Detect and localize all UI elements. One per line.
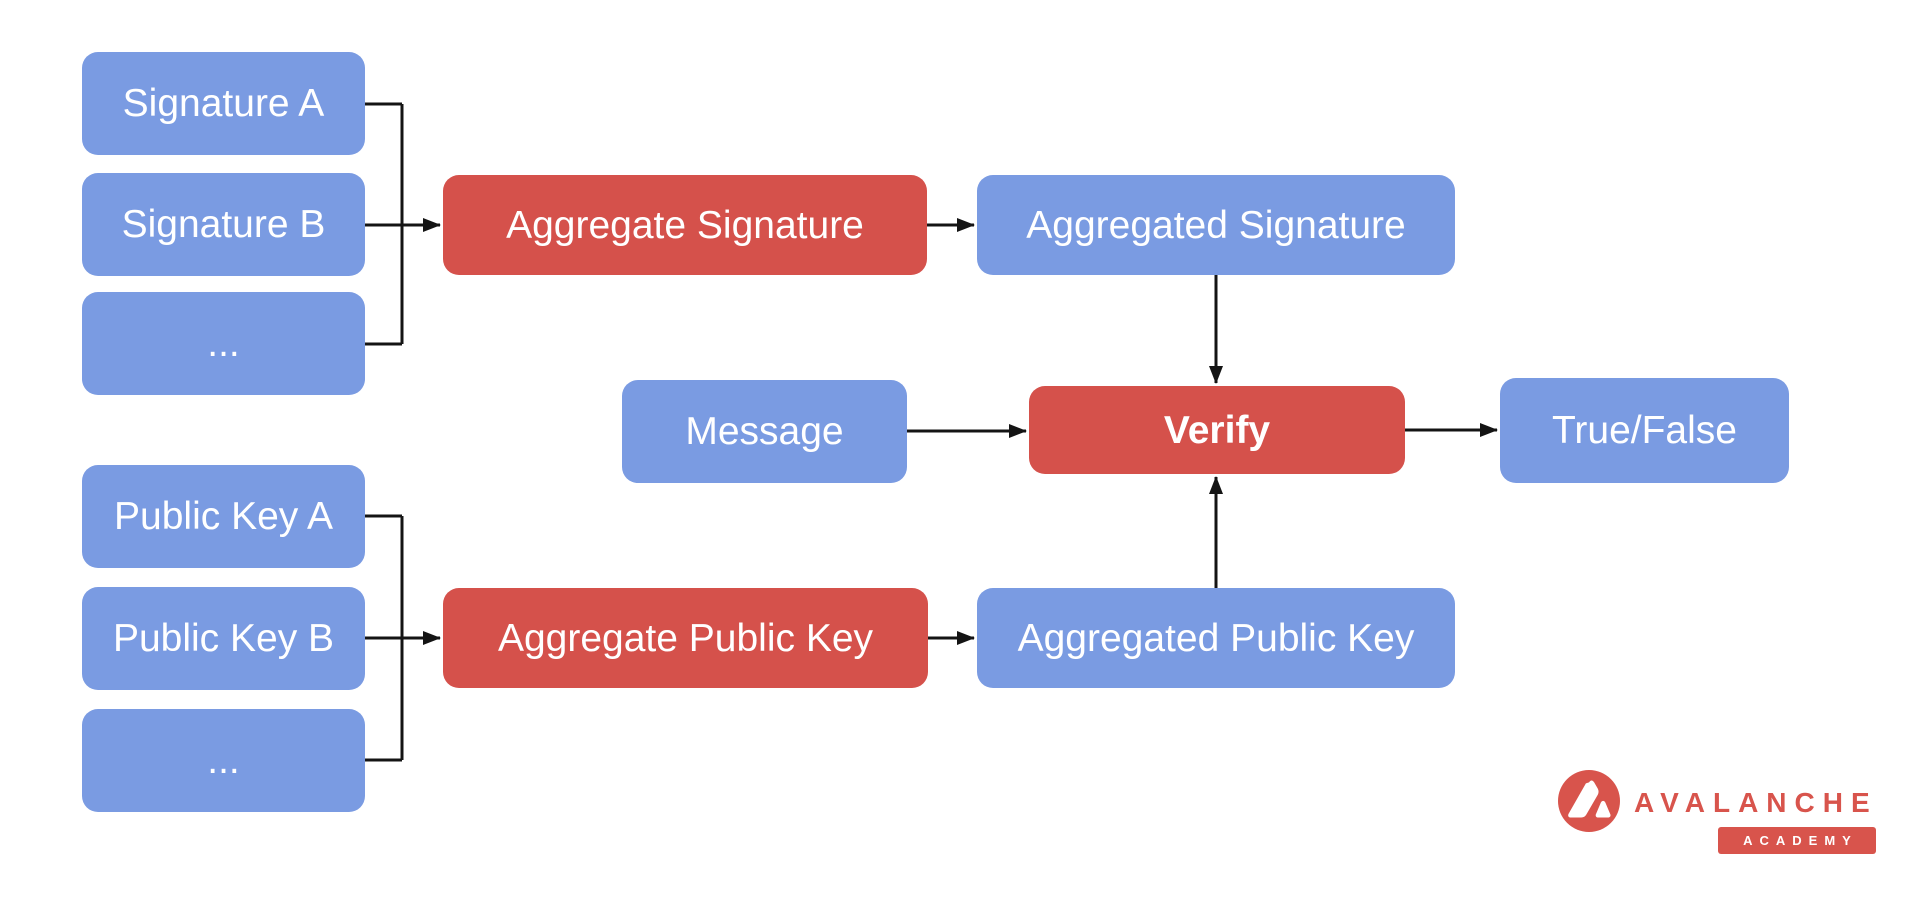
avalanche-mark-icon bbox=[1558, 770, 1620, 832]
node-signature-a: Signature A bbox=[82, 52, 365, 155]
node-public-key-b: Public Key B bbox=[82, 587, 365, 690]
avalanche-academy-logo: AVALANCHE ACADEMY bbox=[1556, 768, 1880, 858]
avalanche-wordmark: AVALANCHE bbox=[1634, 787, 1878, 818]
node-aggregated-signature: Aggregated Signature bbox=[977, 175, 1455, 275]
node-aggregate-signature: Aggregate Signature bbox=[443, 175, 927, 275]
node-aggregated-public-key: Aggregated Public Key bbox=[977, 588, 1455, 688]
node-signature-b: Signature B bbox=[82, 173, 365, 276]
node-public-key-a: Public Key A bbox=[82, 465, 365, 568]
node-aggregate-public-key: Aggregate Public Key bbox=[443, 588, 928, 688]
node-public-key-ellipsis: ... bbox=[82, 709, 365, 812]
node-message: Message bbox=[622, 380, 907, 483]
academy-badge: ACADEMY bbox=[1718, 827, 1876, 854]
node-signature-ellipsis: ... bbox=[82, 292, 365, 395]
node-verify: Verify bbox=[1029, 386, 1405, 474]
node-true-false: True/False bbox=[1500, 378, 1789, 483]
